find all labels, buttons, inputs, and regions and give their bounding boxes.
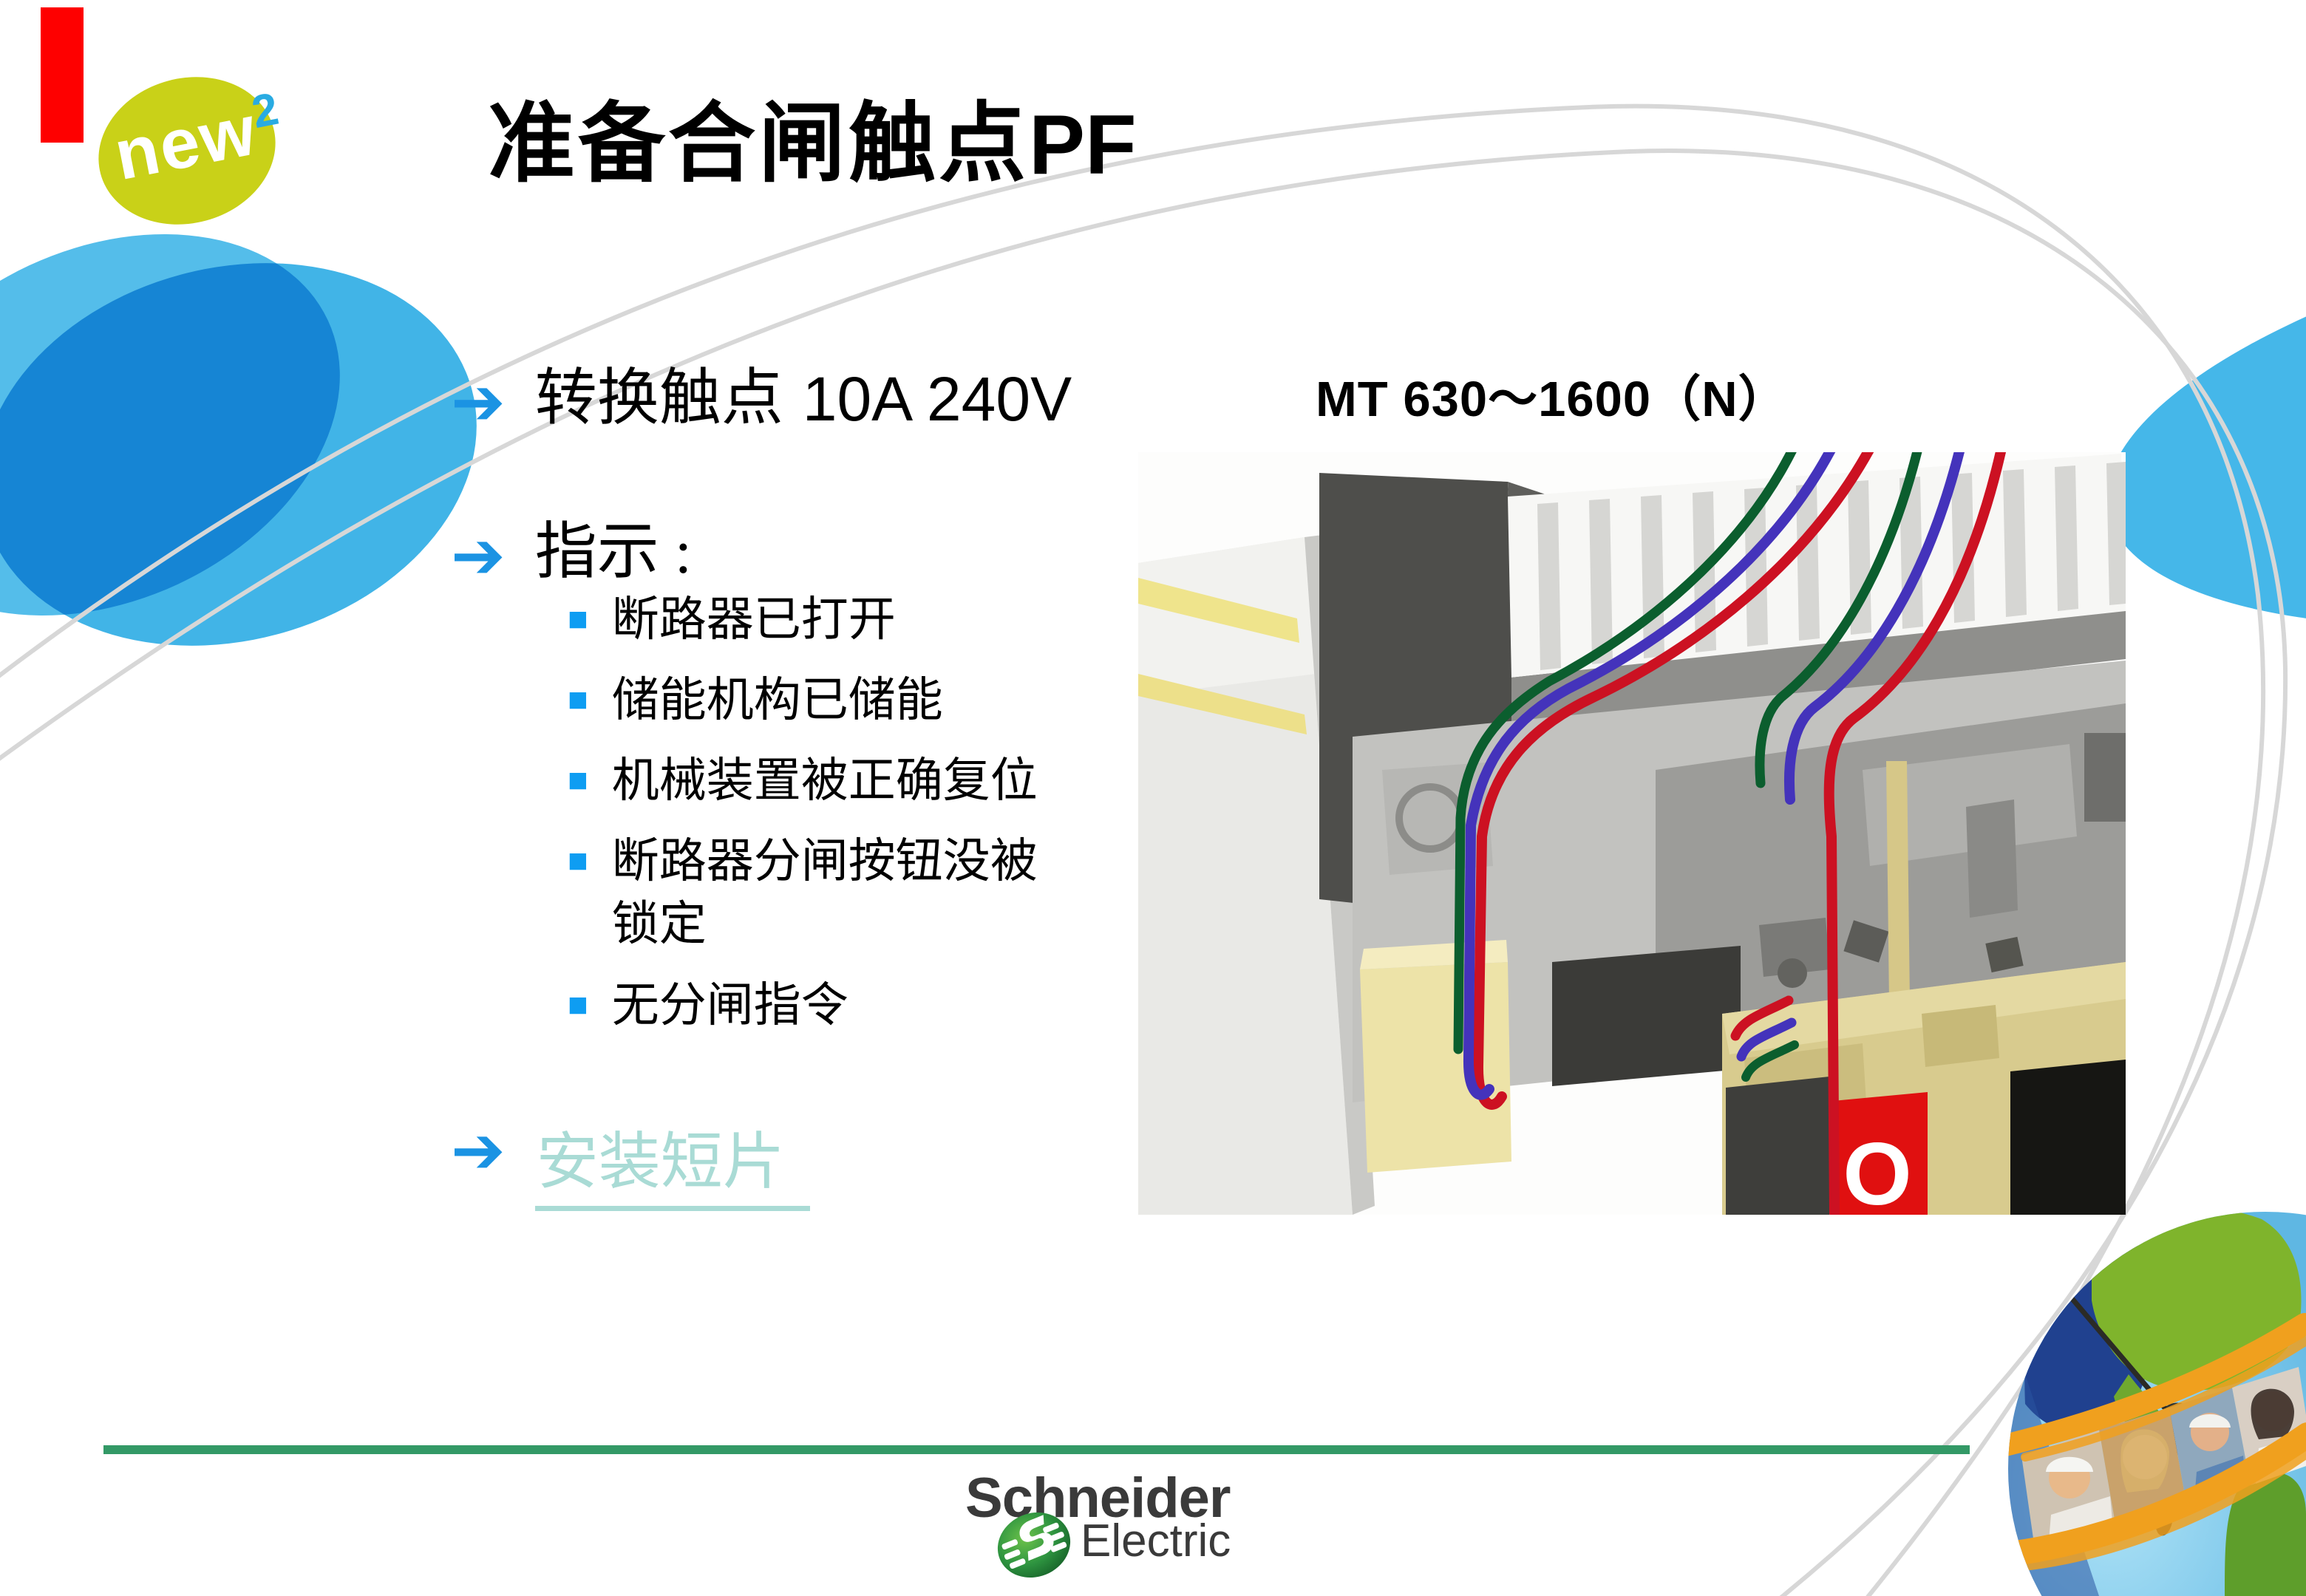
new2-badge-label: new2	[108, 83, 285, 196]
bullet-install-video: ➔ 安装短片	[451, 1112, 810, 1211]
arrow-bullet-icon: ➔	[451, 1112, 506, 1188]
install-video-link[interactable]: 安装短片	[534, 1112, 810, 1211]
list-item-label: 断路器已打开	[611, 593, 896, 646]
red-accent-bar	[41, 7, 84, 143]
list-item: ■ 无分闸指令	[568, 974, 1038, 1037]
figure-caption: MT 630～1600（N）	[1316, 372, 1789, 427]
list-item: ■ 断路器已打开	[568, 588, 1038, 651]
globe-image	[2008, 1212, 2306, 1596]
bullet-contact-label: 转换触点	[534, 364, 783, 433]
list-item-label: 无分闸指令	[611, 978, 848, 1031]
square-bullet-icon: ■	[568, 599, 588, 638]
indication-list: ■ 断路器已打开 ■ 储能机构已储能 ■ 机械装置被正确复位 ■ 断路器分闸按钮…	[568, 588, 1038, 1054]
square-bullet-icon: ■	[568, 680, 588, 719]
brand-sub-name: Electric	[1081, 1515, 1231, 1566]
bullet-contact-rating: ➔ 转换触点 10A 240V	[451, 364, 1072, 435]
list-item-label: 储能机构已储能	[611, 674, 943, 727]
page-title-en: PF	[1029, 98, 1137, 192]
page-title-zh: 准备合闸触点	[488, 96, 1030, 193]
list-item: ■ 断路器分闸按钮没被 锁定	[568, 830, 1038, 955]
breaker-photo: O	[1138, 452, 2126, 1215]
square-bullet-icon: ■	[568, 760, 588, 799]
footer-divider-line	[103, 1445, 1970, 1454]
square-bullet-icon: ■	[568, 984, 588, 1023]
decor-arc-lines	[0, 103, 2288, 1596]
list-item: ■ 机械装置被正确复位	[568, 749, 1038, 812]
arrow-bullet-icon: ➔	[451, 517, 506, 593]
arrow-bullet-icon: ➔	[451, 364, 506, 440]
bullet-indication: ➔ 指示 :	[451, 517, 692, 589]
list-item-label: 机械装置被正确复位	[611, 754, 1038, 808]
list-item: ■ 储能机构已储能	[568, 669, 1038, 732]
open-button-label: O	[1843, 1125, 1911, 1215]
list-item-label: 断路器分闸按钮没被 锁定	[611, 835, 1038, 951]
bullet-contact-value: 10A 240V	[802, 364, 1072, 434]
page-title: 准备合闸触点PF	[488, 72, 1137, 199]
schneider-logo-icon	[997, 1512, 1071, 1578]
brand-name: Schneider	[965, 1467, 1231, 1530]
square-bullet-icon: ■	[568, 841, 588, 880]
bullet-indication-label: 指示 :	[534, 518, 693, 587]
